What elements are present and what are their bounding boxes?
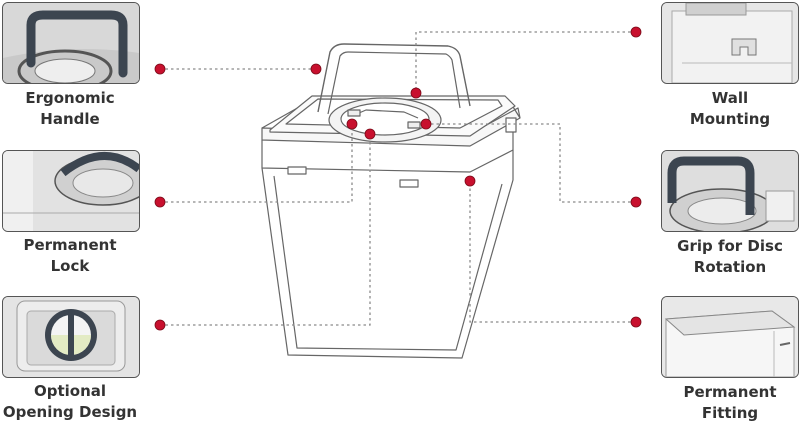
permanent-fitting-leader-line <box>469 181 636 323</box>
ergonomic-handle-label-marker <box>154 63 166 75</box>
permanent-lock-panel <box>2 150 140 232</box>
grip-for-disc-rotation-leader-line <box>426 123 636 203</box>
ergonomic-handle-panel <box>2 2 140 84</box>
callout-markers <box>154 26 642 331</box>
optional-opening-design-point-marker <box>364 128 376 140</box>
permanent-lock-leader-line <box>160 124 353 203</box>
permanent-lock-label-marker <box>154 196 166 208</box>
optional-opening-design-panel <box>2 296 140 378</box>
wall-mounting-label-marker <box>630 26 642 38</box>
optional-opening-design-leader-line <box>160 134 371 326</box>
wall-mounting-leader-line <box>415 31 636 93</box>
leader-lines <box>160 31 636 326</box>
grip-for-disc-rotation-point-marker <box>420 118 432 130</box>
permanent-fitting-label-marker <box>630 316 642 328</box>
permanent-fitting-point-marker <box>464 175 476 187</box>
permanent-fitting-panel <box>661 296 799 378</box>
wall-mounting-panel <box>661 2 799 84</box>
ergonomic-handle-point-marker <box>310 63 322 75</box>
optional-opening-design-label-marker <box>154 319 166 331</box>
permanent-lock-point-marker <box>346 118 358 130</box>
grip-for-disc-rotation-panel <box>661 150 799 232</box>
grip-for-disc-rotation-label-marker <box>630 196 642 208</box>
wall-mounting-point-marker <box>410 87 422 99</box>
container-drawing <box>261 43 521 359</box>
